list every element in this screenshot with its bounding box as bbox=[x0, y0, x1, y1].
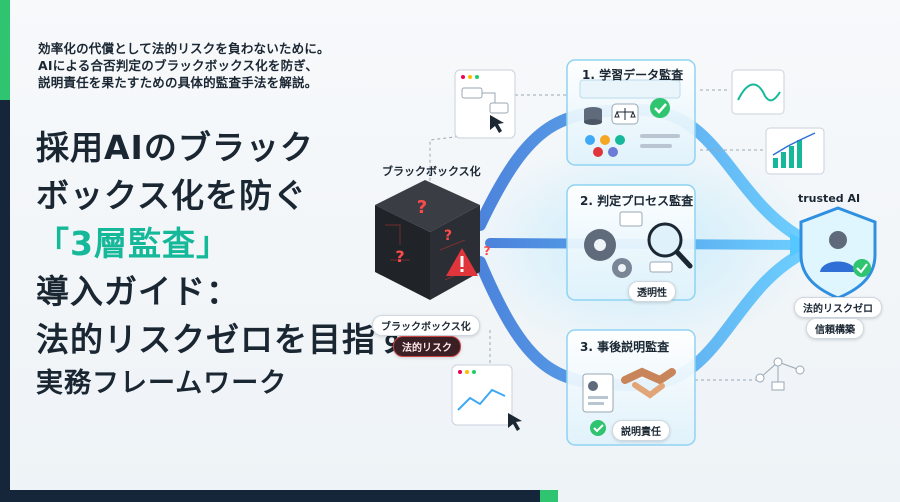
handshake-icon bbox=[621, 367, 676, 399]
database-icon bbox=[584, 107, 602, 125]
title-line-4: 導入ガイド： bbox=[36, 272, 240, 311]
accountability-tag: 説明責任 bbox=[612, 420, 670, 441]
title-line-6: 実務フレームワーク bbox=[36, 368, 288, 399]
title-line-5: 法的リスクゼロを目指す bbox=[36, 320, 410, 359]
chart-window-curve bbox=[731, 69, 785, 115]
blackbox-caption: ブラックボックス化 bbox=[382, 165, 481, 178]
svg-text:?: ? bbox=[395, 247, 404, 266]
accent-bar-green bbox=[0, 0, 10, 100]
lead-text: 効率化の代償として法的リスクを負わないために。 AIによる合否判定のブラックボッ… bbox=[38, 40, 330, 91]
blackbox-pill: ブラックボックス化 bbox=[372, 315, 480, 336]
trust-building-pill: 信頼構築 bbox=[806, 318, 864, 339]
svg-text:?: ? bbox=[484, 244, 491, 258]
bottom-band bbox=[0, 490, 540, 502]
magnifier-icon bbox=[647, 222, 693, 269]
input-window-top bbox=[454, 69, 516, 139]
input-window-bottom bbox=[451, 364, 522, 431]
svg-text:?: ? bbox=[444, 228, 452, 244]
check-icon-small bbox=[590, 420, 606, 436]
legal-risk-zero-pill: 法的リスクゼロ bbox=[794, 297, 882, 318]
page-title: 採用AIのブラック ボックス化を防ぐ 「3層監査」 導入ガイド： 法的リスクゼロ… bbox=[36, 124, 410, 404]
network-nodes bbox=[755, 357, 805, 391]
audit-card-3 bbox=[566, 329, 696, 446]
document-icon bbox=[582, 373, 614, 413]
gear-icon bbox=[584, 229, 632, 278]
title-line-1: 採用AIのブラック bbox=[36, 128, 314, 167]
audit-layer-1-title: 1. 学習データ監査 bbox=[582, 68, 684, 82]
chart-window-bars bbox=[765, 127, 825, 175]
legal-risk-pill: 法的リスク bbox=[393, 336, 461, 357]
lead-line-3: 説明責任を果たすための具体的監査手法を解説。 bbox=[38, 75, 318, 90]
warning-icon bbox=[446, 248, 478, 276]
trusted-ai-heading: trusted AI bbox=[798, 192, 861, 205]
transparency-tag: 透明性 bbox=[628, 281, 676, 302]
scale-icon bbox=[611, 103, 639, 125]
title-line-3: 「3層監査」 bbox=[36, 224, 230, 263]
dashed-connector-3 bbox=[700, 89, 765, 151]
bottom-band-accent bbox=[540, 490, 558, 502]
audit-layer-2-title: 2. 判定プロセス監査 bbox=[580, 194, 694, 208]
shield-icon bbox=[799, 206, 877, 300]
svg-text:?: ? bbox=[417, 197, 427, 218]
black-box-cube: ? ? ? ? bbox=[375, 180, 491, 300]
lead-line-2: AIによる合否判定のブラックボックス化を防ぎ、 bbox=[38, 58, 319, 73]
lead-line-1: 効率化の代償として法的リスクを負わないために。 bbox=[38, 41, 330, 56]
audit-layer-3-title: 3. 事後説明監査 bbox=[580, 340, 670, 354]
audit-card-2 bbox=[566, 184, 696, 301]
accent-bar-navy bbox=[0, 100, 10, 502]
title-line-2: ボックス化を防ぐ bbox=[36, 176, 308, 215]
check-icon bbox=[650, 98, 670, 118]
audit-card-1 bbox=[566, 59, 696, 166]
